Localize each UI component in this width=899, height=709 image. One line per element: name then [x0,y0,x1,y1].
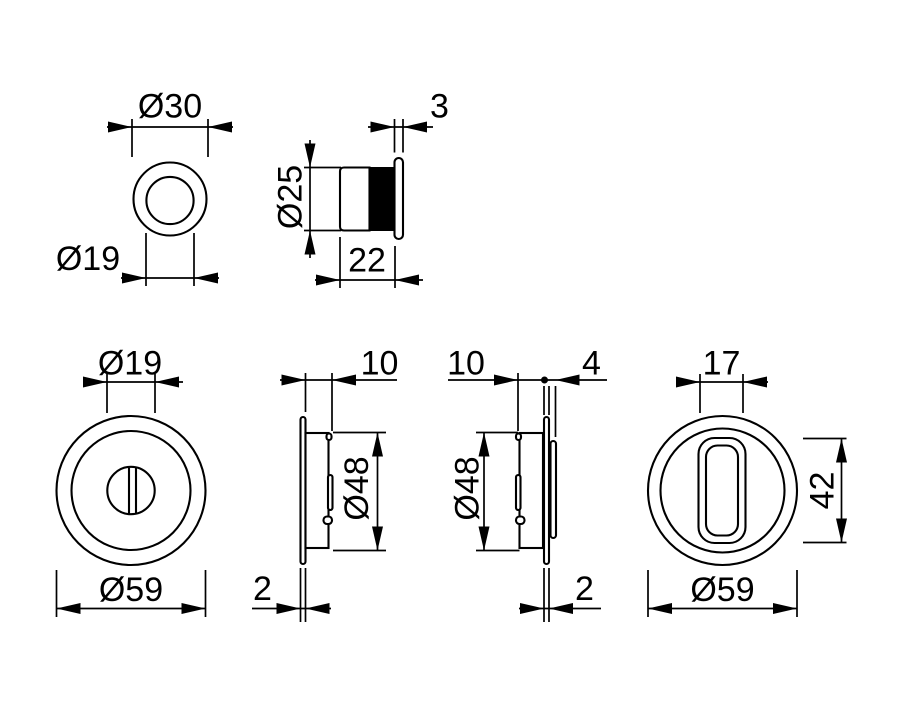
arrowhead [648,603,672,614]
dim-label-bore: Ø19 [98,345,162,383]
arrowhead [304,230,316,255]
dim-label-knob-outer: Ø30 [138,88,202,126]
arrowhead [403,121,427,133]
arrowhead [372,432,383,457]
dimension-flange-thickness: 3 [368,88,449,153]
dim-label-plate-thickness: 2 [575,570,594,608]
spring-clip [514,473,522,512]
dimension-rosette-depth: 10 [280,345,399,431]
arrowhead [676,376,700,388]
dim-label-knob-length: 22 [348,242,386,280]
rosette-body [518,431,545,550]
knob-outer-circle [132,161,208,237]
dim-label-knob-diameter: Ø25 [272,165,310,229]
dim-label-body-diameter: Ø48 [338,456,376,520]
arrowhead [743,376,767,388]
rosette-body [304,431,330,550]
view-release-rosette-front: Ø19 Ø59 [55,345,207,617]
thumbturn-grip-edge [549,439,558,540]
dim-label-grip-width: 17 [703,345,741,383]
arrowhead [305,603,330,614]
dimension-rosette-outer-diameter: Ø59 [55,570,207,617]
dim-label-depth: 10 [447,345,485,383]
arrowhead [83,376,107,388]
arrowhead [836,438,847,463]
view-rosette-side-left: 10 Ø48 2 [252,345,399,622]
arrowhead [122,272,146,284]
view-thumbturn-front: 17 42 Ø59 [646,345,847,617]
thumbturn-grip-inner [704,444,740,537]
dimension-knob-outer-diameter: Ø30 [107,88,233,157]
arrowhead [281,374,306,386]
dim-label-rosette-outer: Ø59 [99,571,163,609]
dimension-depth-and-grip: 10 4 [447,345,607,437]
arrowhead [494,374,518,386]
release-bore-circle [106,465,156,516]
rosette-outer-circle [55,414,207,567]
dim-label-grip-projection: 4 [582,345,601,383]
arrowhead [56,603,81,614]
arrowhead [155,376,179,388]
dimension-body-diameter: Ø48 [333,431,386,552]
arrowhead [549,603,573,614]
rosette-rim-circle [659,427,786,554]
arrowhead [370,121,395,133]
dimension-rosette-outer-diameter: Ø59 [647,570,798,617]
dim-label-knob-inner: Ø19 [56,240,120,278]
arrowhead [304,143,316,168]
arrowhead [478,432,490,457]
arrowhead [478,526,490,551]
arrowhead [181,603,206,614]
dimension-grip-width: 17 [676,345,768,413]
arrowhead [836,518,847,543]
arrowhead [332,374,356,386]
clip-tab-bottom [514,515,526,526]
dim-label-flange: 3 [430,88,449,126]
dim-label-depth: 10 [361,345,399,383]
dimension-body-diameter: Ø48 [449,431,520,552]
dimension-knob-diameter: Ø25 [272,140,341,258]
arrowhead [194,272,218,284]
clip-tab-top [514,432,523,442]
arrowhead [276,603,301,614]
clip-tab-top [325,432,333,442]
dim-label-grip-height: 42 [804,472,842,510]
rosette-rim-circle [70,429,192,552]
dim-label-plate-thickness: 2 [253,570,272,608]
knob-flange [393,156,405,241]
view-rosette-side-right: 10 4 Ø48 2 [447,345,607,622]
arrowhead [395,274,419,286]
dimension-dot [541,376,548,384]
arrowhead [316,274,340,286]
view-knob-front: Ø30 Ø19 [56,88,233,286]
dimension-grip-height: 42 [803,437,847,544]
rosette-plate-edge [542,415,551,566]
knob-collar-black [369,167,395,231]
dim-label-rosette-outer: Ø59 [690,571,754,609]
arrowhead [372,526,383,551]
dimension-plate-thickness: 2 [519,568,601,622]
arrowhead [555,374,580,386]
rosette-outer-circle [646,414,799,567]
spring-clip [326,473,334,512]
thumbturn-grip-outline [697,436,747,545]
arrowhead [773,603,797,614]
clip-tab-bottom [322,515,334,526]
dimension-plate-thickness: 2 [252,568,331,622]
dimension-knob-inner-diameter: Ø19 [56,233,219,286]
arrowhead [208,121,232,133]
dimension-bore-diameter: Ø19 [83,345,183,413]
knob-inner-circle [145,175,195,226]
dimension-knob-length: 22 [315,237,423,288]
knob-body [338,166,371,232]
view-knob-side: 3 Ø25 22 [272,88,449,288]
arrowhead [108,121,132,133]
dim-label-body-diameter: Ø48 [449,456,487,520]
arrowhead [520,603,544,614]
